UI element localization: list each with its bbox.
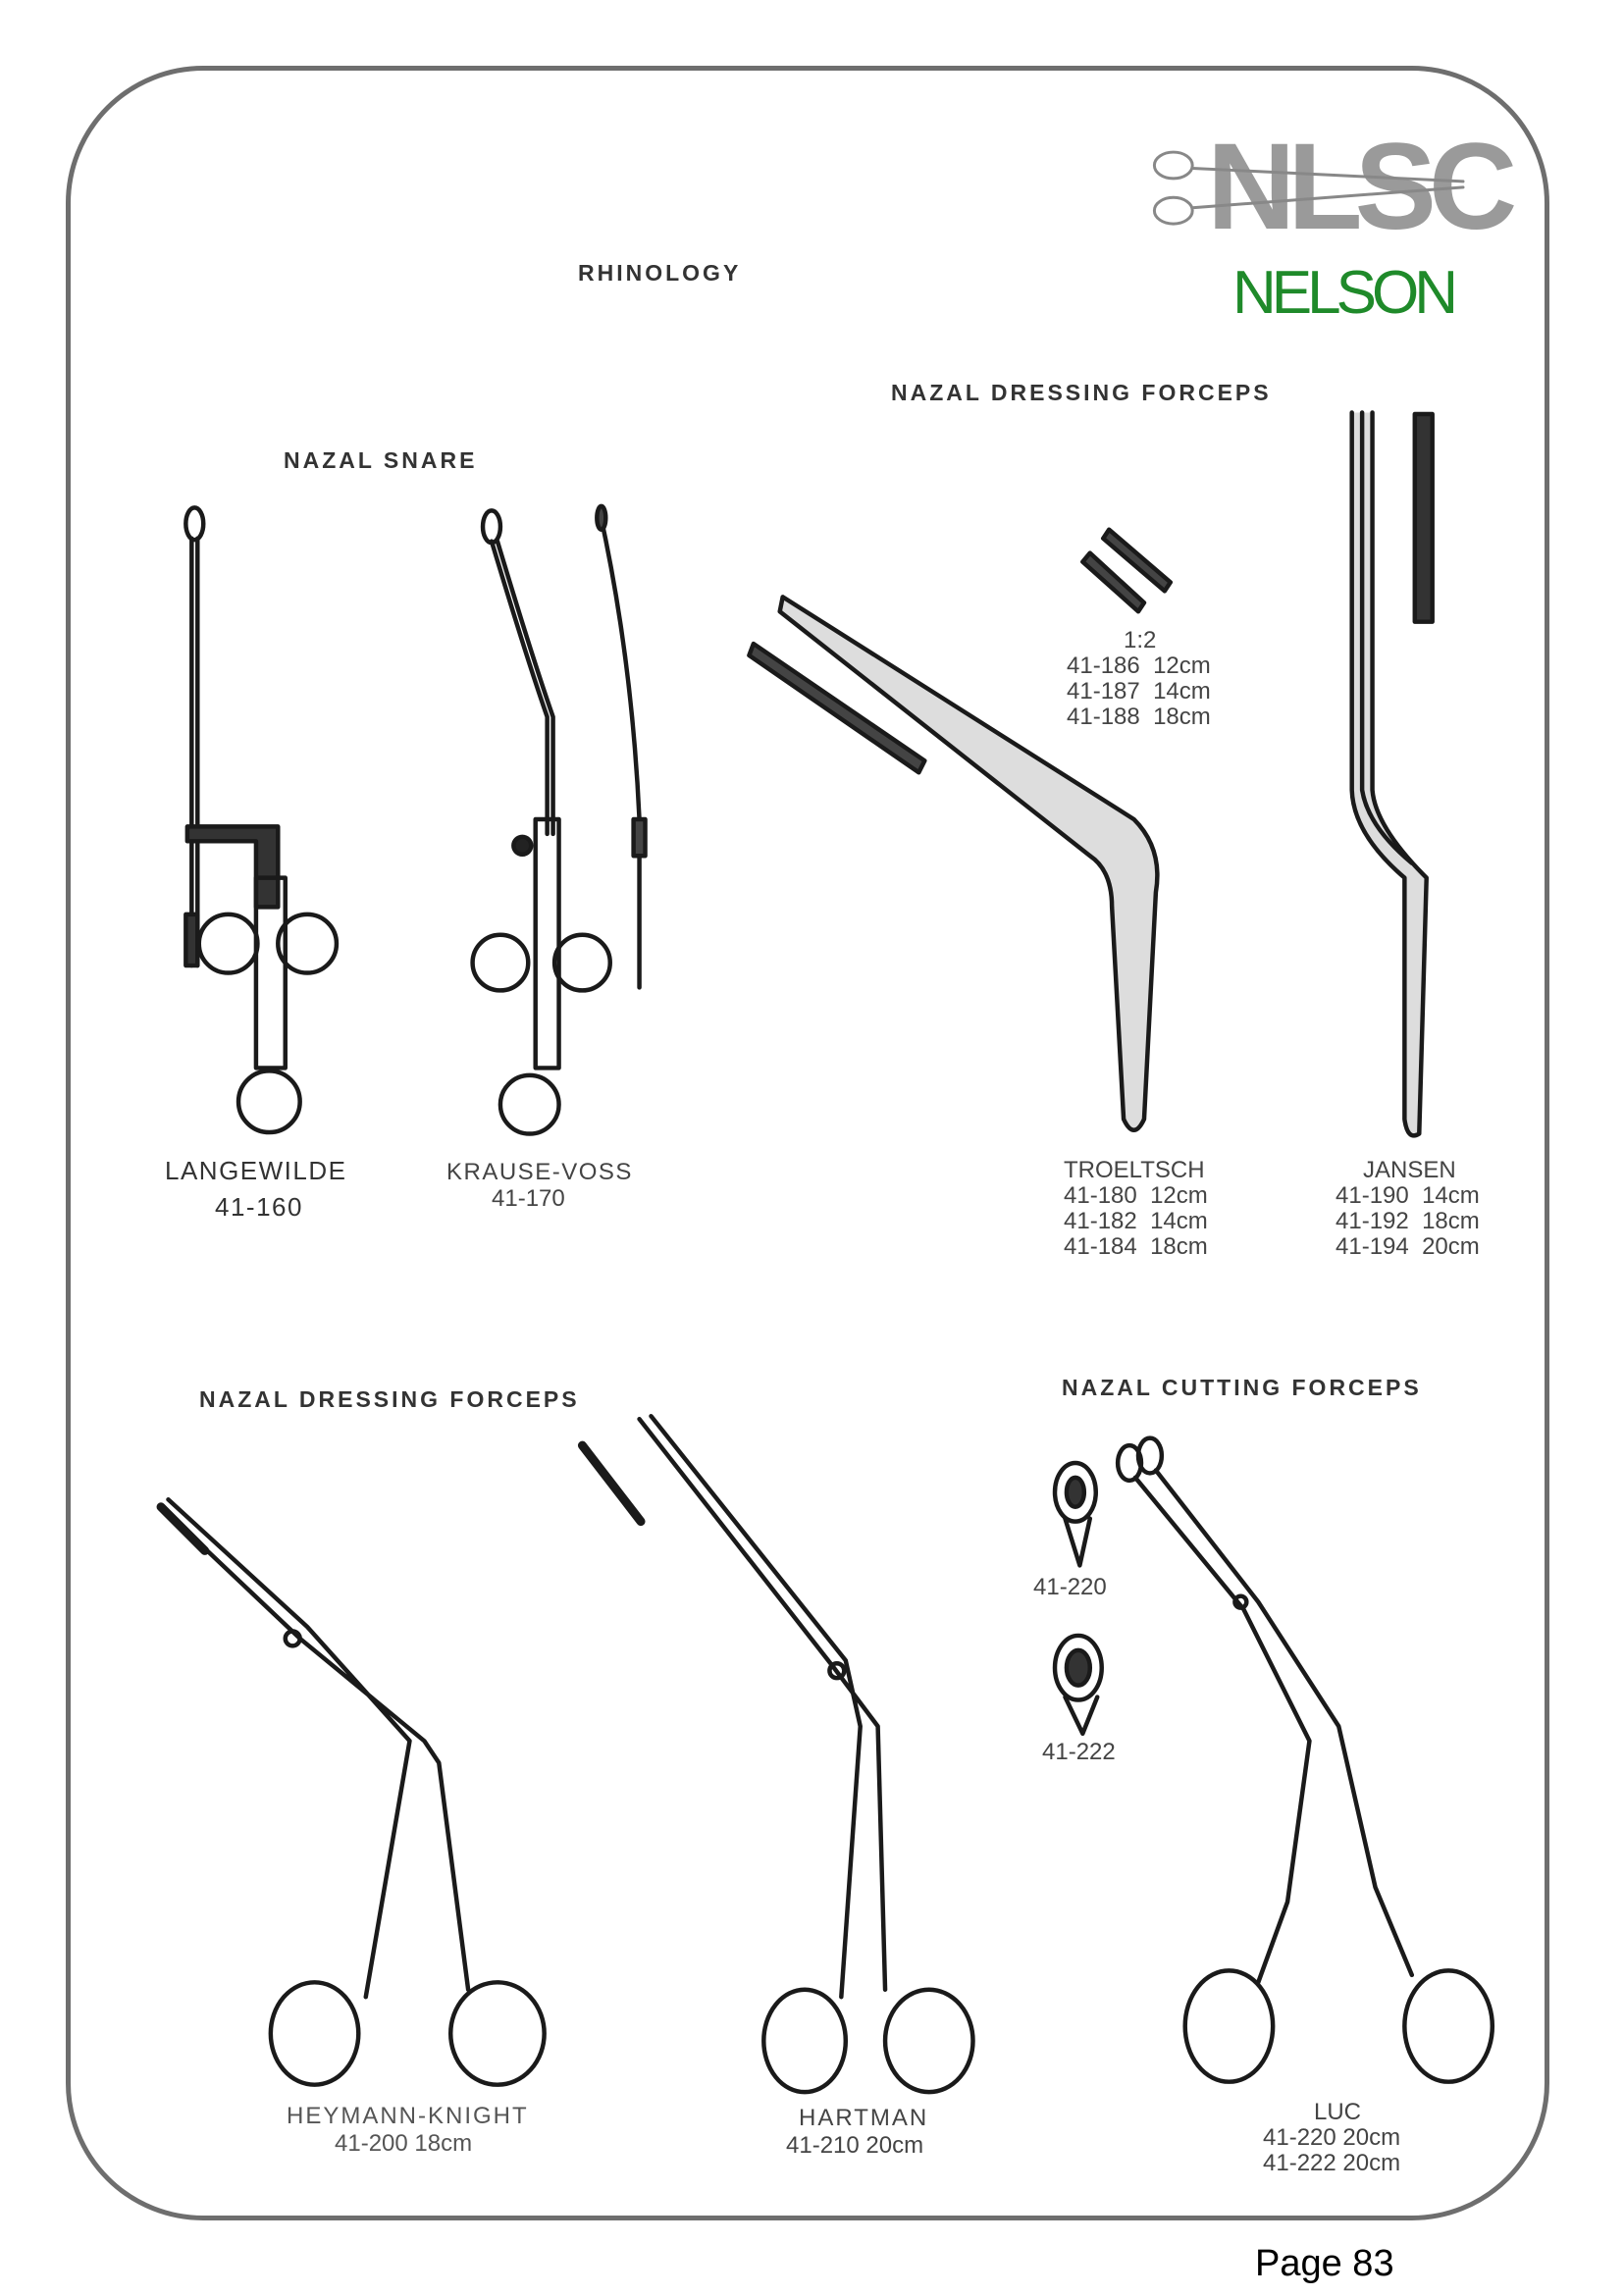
product-name: HARTMAN — [799, 2105, 929, 2131]
krause-voss-snare-illustration — [470, 503, 648, 1136]
group-title-dressing-top: NAZAL DRESSING FORCEPS — [891, 380, 1272, 405]
product-code: 41-210 20cm — [786, 2132, 924, 2159]
group-title-snare: NAZAL SNARE — [284, 447, 478, 473]
logo-mark: NLSC — [1207, 119, 1517, 255]
tip-code: 41-220 — [1033, 1574, 1107, 1600]
product-name: HEYMANN-KNIGHT — [287, 2103, 529, 2129]
jansen-forceps-illustration — [1349, 410, 1435, 1138]
page-border — [66, 66, 1549, 2220]
tip-code: 41-222 — [1042, 1739, 1116, 1765]
product-code: 41-160 — [215, 1192, 303, 1222]
product-code: 41-200 18cm — [335, 2130, 473, 2157]
product-name: KRAUSE-VOSS — [446, 1159, 633, 1185]
jansen-label: JANSEN 41-190 14cm 41-192 18cm 41-194 20… — [1336, 1158, 1480, 1260]
troeltsch-forceps-illustration — [747, 527, 1174, 1132]
group-title-cutting: NAZAL CUTTING FORCEPS — [1062, 1375, 1422, 1400]
luc-forceps-illustration — [1052, 1435, 1495, 2084]
product-code: 41-187 14cm — [1067, 678, 1211, 704]
product-code: 41-170 — [492, 1185, 565, 1212]
hartman-forceps-illustration — [577, 1414, 975, 2095]
product-name: LUC — [1314, 2099, 1362, 2125]
logo-brand: NELSON — [1232, 259, 1458, 327]
heymann-knight-forceps-illustration — [156, 1497, 547, 2087]
troeltsch-label: TROELTSCH 41-180 12cm 41-182 14cm 41-184… — [1064, 1158, 1208, 1260]
product-code: 41-180 12cm — [1064, 1182, 1208, 1209]
product-code: 41-222 20cm — [1263, 2150, 1401, 2176]
product-code: 41-220 20cm — [1263, 2124, 1401, 2151]
scissors-logo-icon — [1152, 150, 1465, 226]
page-number: Page 83 — [1255, 2243, 1394, 2284]
inset-scale: 1:2 — [1124, 627, 1157, 653]
luc-label: LUC 41-220 20cm 41-222 20cm — [1263, 2100, 1400, 2176]
product-code: 41-190 14cm — [1336, 1182, 1480, 1209]
product-name: JANSEN — [1363, 1157, 1456, 1183]
product-code: 41-192 18cm — [1336, 1208, 1480, 1234]
product-code: 41-184 18cm — [1064, 1233, 1208, 1260]
product-name: TROELTSCH — [1064, 1157, 1205, 1183]
product-code: 41-194 20cm — [1336, 1233, 1480, 1260]
product-code: 41-182 14cm — [1064, 1208, 1208, 1234]
inset-codes: 1:2 41-186 12cm 41-187 14cm 41-188 18cm — [1067, 628, 1211, 730]
langewilde-snare-illustration — [183, 505, 340, 1135]
group-title-dressing-bottom: NAZAL DRESSING FORCEPS — [199, 1386, 580, 1412]
product-code: 41-186 12cm — [1067, 652, 1211, 679]
product-name: LANGEWILDE — [165, 1156, 347, 1185]
section-title: RHINOLOGY — [578, 260, 742, 286]
product-code: 41-188 18cm — [1067, 704, 1211, 730]
